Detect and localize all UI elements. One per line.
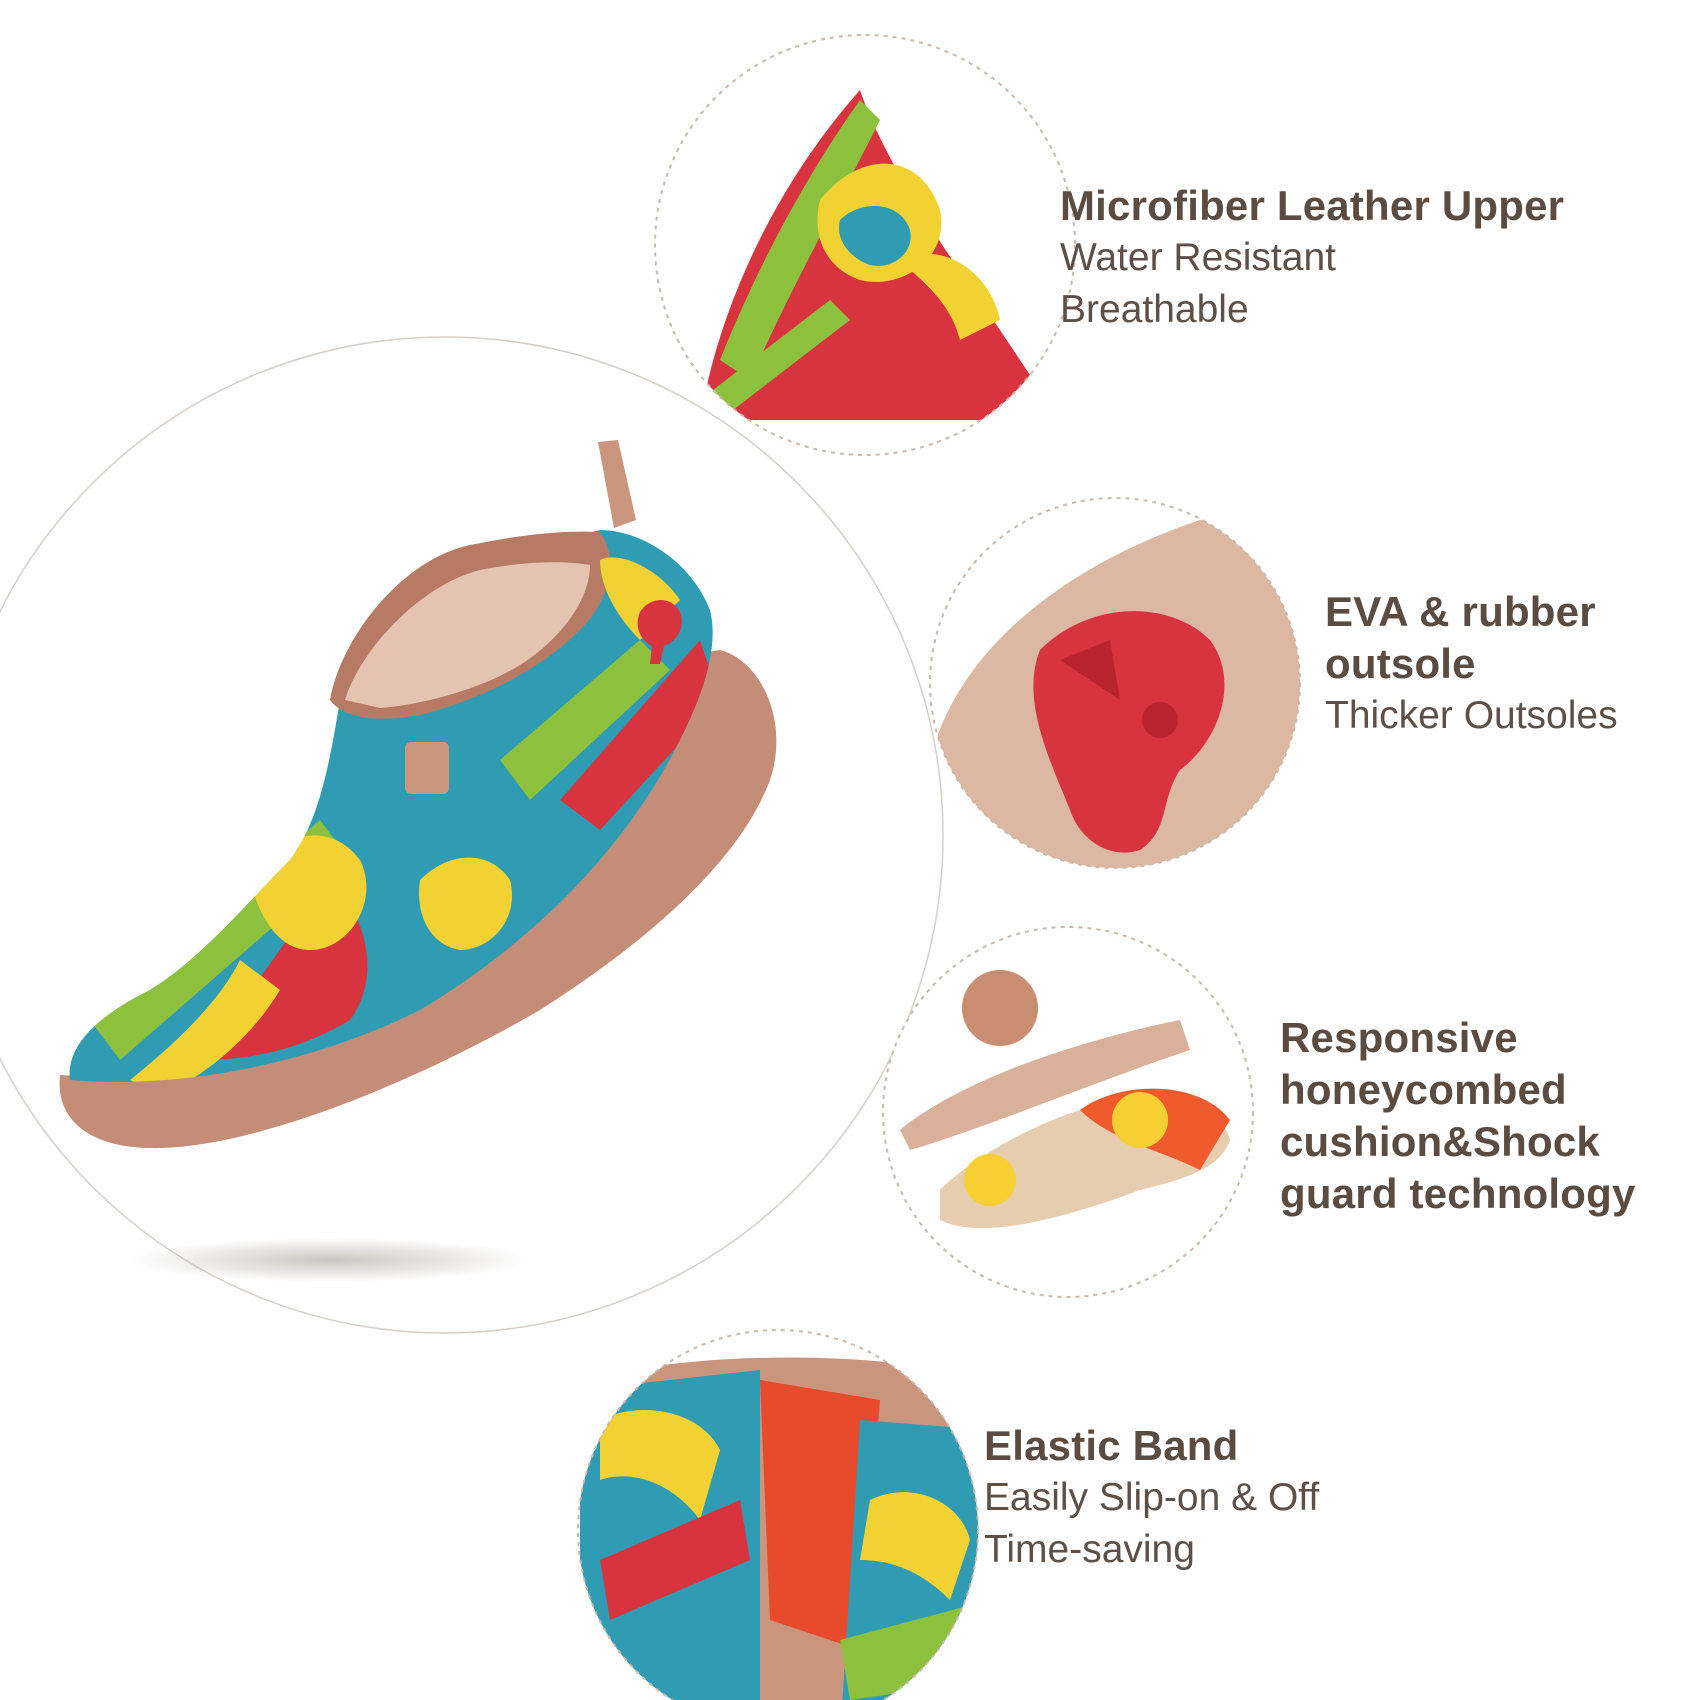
insole-closeup-image bbox=[882, 926, 1254, 1298]
dashed-circle bbox=[577, 1329, 979, 1700]
feature-title-line: Responsive bbox=[1280, 1014, 1518, 1061]
feature-outsole: EVA & rubber outsole Thicker Outsoles bbox=[1325, 586, 1695, 742]
feature-title: Elastic Band bbox=[984, 1422, 1239, 1469]
feature-insole: Responsive honeycombed cushion&Shock gua… bbox=[1280, 1012, 1695, 1220]
dashed-circle bbox=[654, 34, 1076, 456]
dashed-circle bbox=[882, 926, 1254, 1298]
feature-title-line: honeycombed bbox=[1280, 1066, 1567, 1113]
feature-detail: Easily Slip-on & Off bbox=[984, 1476, 1320, 1519]
upper-closeup-image bbox=[654, 34, 1076, 456]
feature-elastic-band: Elastic Band Easily Slip-on & Off Time-s… bbox=[984, 1420, 1544, 1576]
feature-detail: Water Resistant bbox=[1060, 236, 1336, 279]
feature-detail: Time-saving bbox=[984, 1528, 1195, 1571]
feature-upper: Microfiber Leather Upper Water Resistant… bbox=[1060, 180, 1680, 336]
feature-detail: Breathable bbox=[1060, 288, 1249, 331]
feature-title-line: EVA & rubber bbox=[1325, 588, 1596, 635]
feature-title-line: outsole bbox=[1325, 640, 1476, 687]
shoe-image bbox=[59, 440, 777, 1282]
main-frame-circle bbox=[0, 336, 944, 1334]
outsole-closeup-image bbox=[929, 497, 1301, 869]
feature-title-line: guard technology bbox=[1280, 1170, 1636, 1217]
feature-title-line: cushion&Shock bbox=[1280, 1118, 1600, 1165]
feature-title: Microfiber Leather Upper bbox=[1060, 182, 1565, 229]
feature-detail: Thicker Outsoles bbox=[1325, 694, 1618, 737]
elastic-band-closeup-image bbox=[577, 1329, 979, 1700]
dashed-circle bbox=[929, 497, 1301, 869]
